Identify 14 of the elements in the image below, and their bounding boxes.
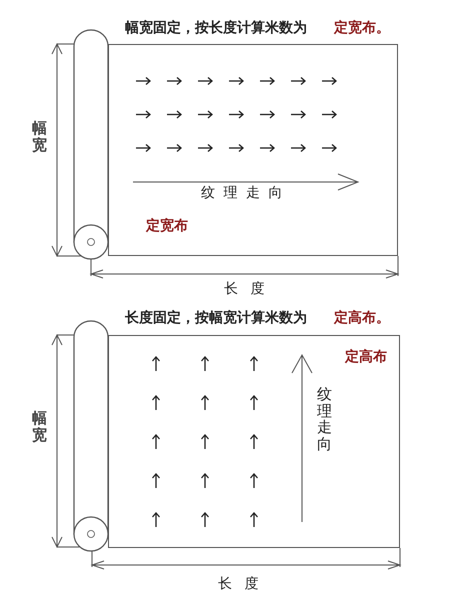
dimension-label: 幅宽 — [32, 410, 47, 443]
heading-highlight: 定宽布。 — [334, 19, 390, 37]
dimension-label: 幅宽 — [32, 120, 47, 153]
dimension-label: 长度 — [224, 280, 278, 298]
fabric-type-label: 定宽布 — [146, 217, 188, 235]
direction-label: 纹理走向 — [317, 386, 332, 452]
fabric-sheet — [108, 44, 398, 256]
direction-label: 纹理走向 — [200, 184, 292, 202]
heading: 幅宽固定，按长度计算米数为 — [125, 19, 307, 37]
heading: 长度固定，按幅宽计算米数为 — [125, 309, 307, 327]
fabric-type-label: 定高布 — [345, 348, 387, 366]
fabric-sheet — [108, 335, 400, 548]
dimension-label: 长度 — [218, 575, 272, 593]
heading-highlight: 定高布。 — [334, 309, 390, 327]
